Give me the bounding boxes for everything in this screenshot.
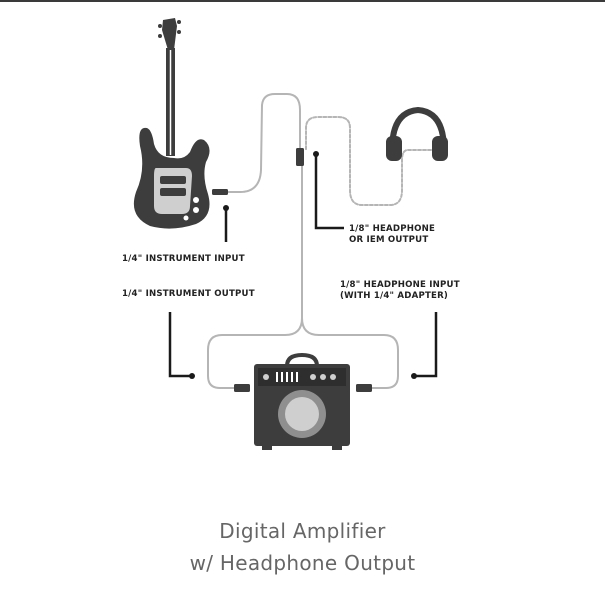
label-headphone-output-line2: OR IEM OUTPUT bbox=[349, 235, 429, 245]
caption-cutoff-line bbox=[170, 590, 430, 605]
callout-headphone-output bbox=[314, 154, 344, 230]
caption-line2: w/ Headphone Output bbox=[189, 551, 416, 575]
left-amp-plug bbox=[234, 384, 250, 392]
label-headphone-input-line2: (WITH 1/4" ADAPTER) bbox=[340, 291, 449, 301]
label-headphone-output: 1/8" HEADPHONE OR IEM OUTPUT bbox=[349, 224, 435, 246]
guitar-icon bbox=[133, 18, 228, 229]
headphone-cable bbox=[305, 116, 437, 206]
guitar-cable bbox=[225, 93, 301, 193]
label-instrument-input: 1/4" INSTRUMENT INPUT bbox=[122, 254, 245, 264]
main-cable-right bbox=[301, 317, 399, 389]
label-headphone-input: 1/8" HEADPHONE INPUT (WITH 1/4" ADAPTER) bbox=[340, 280, 460, 302]
main-plug bbox=[296, 148, 304, 166]
amplifier-icon bbox=[254, 352, 350, 450]
caption-line1: Digital Amplifier bbox=[219, 519, 386, 543]
right-amp-plug bbox=[356, 384, 372, 392]
callout-headphone-input bbox=[414, 312, 438, 378]
label-headphone-output-line1: 1/8" HEADPHONE bbox=[349, 224, 436, 234]
callout-instrument-output bbox=[168, 312, 192, 378]
headphones-icon bbox=[386, 106, 448, 161]
main-cable bbox=[207, 164, 303, 389]
label-headphone-input-line1: 1/8" HEADPHONE INPUT bbox=[340, 280, 460, 290]
label-instrument-output: 1/4" INSTRUMENT OUTPUT bbox=[122, 289, 255, 299]
top-border bbox=[0, 0, 605, 2]
